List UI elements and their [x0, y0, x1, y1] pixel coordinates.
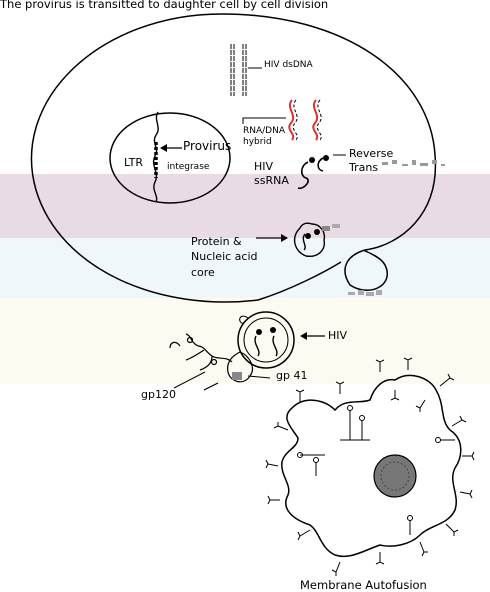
- background-band-mauve: [0, 174, 490, 238]
- hiv-virion: [237, 311, 295, 369]
- ltr-label: LTR: [124, 156, 143, 169]
- hiv-dsdna-label: HIV dsDNA: [264, 60, 313, 70]
- hiv-virion-label: HIV: [328, 329, 348, 342]
- hiv-dsdna-strands: [230, 44, 247, 96]
- syncytium-connectors: [297, 405, 455, 535]
- gp41-label: gp 41: [276, 369, 308, 382]
- reverse-line1: Reverse: [349, 147, 394, 160]
- syncytium-nucleus: [373, 454, 417, 498]
- membrane-autofusion-label: Membrane Autofusion: [300, 578, 427, 592]
- rna-dna-hybrid-line1: RNA/DNA: [243, 126, 285, 136]
- syncytium-spikes: [265, 357, 475, 576]
- syncytium-nucleus-inner: [380, 461, 410, 491]
- provirus-arrowhead: [160, 144, 167, 152]
- reverse-line2: Trans: [349, 160, 379, 174]
- hiv-ssrna-line1: HIV: [254, 160, 274, 173]
- diagram-title: The provirus is transitted to daughter c…: [0, 0, 329, 11]
- hiv-ssrna-line2: ssRNA: [254, 173, 289, 187]
- integrase-label: integrase: [167, 162, 210, 172]
- reverse-transcriptase-smudge: [382, 160, 445, 166]
- protein-core-arrowhead: [281, 234, 288, 242]
- gp41-mark: [232, 372, 242, 380]
- hiv-ssrna-label: HIV ssRNA: [254, 160, 289, 188]
- provirus-label: Provirus: [183, 139, 232, 153]
- gp120-gp41-complex: [169, 333, 253, 391]
- gp120-label: gp120: [141, 388, 176, 401]
- host-cell-membrane: [30, 13, 437, 303]
- rna-dna-hybrid-line2: hybrid: [243, 137, 272, 148]
- protein-line2: Nucleic acid: [191, 250, 258, 264]
- reverse-transcriptase-label: Reverse Trans: [349, 147, 393, 175]
- rna-dna-hybrid-label: RNA/DNA hybrid: [243, 126, 285, 149]
- protein-core: [293, 222, 340, 257]
- gp120-pointer: [173, 371, 206, 389]
- gp41-pointer: [247, 375, 271, 379]
- background-band-blue: [0, 238, 490, 298]
- reverse-transcriptase-dot: [323, 155, 329, 161]
- syncytium-membrane: [281, 374, 462, 557]
- budding-smudge: [348, 290, 382, 296]
- chromosome-strand: [152, 111, 159, 203]
- hiv-ssrna-strands: [297, 157, 324, 190]
- protein-line3: core: [191, 265, 215, 279]
- rna-dna-bracket: [242, 117, 286, 124]
- protein-line1: Protein &: [191, 235, 242, 248]
- reverse-transcriptase-dot: [309, 157, 315, 163]
- protein-core-label: Protein & Nucleic acid core: [191, 234, 258, 280]
- rna-dna-hybrid-strands: [288, 99, 322, 141]
- hiv-virion-arrowhead: [300, 332, 307, 340]
- nucleus: [109, 112, 231, 204]
